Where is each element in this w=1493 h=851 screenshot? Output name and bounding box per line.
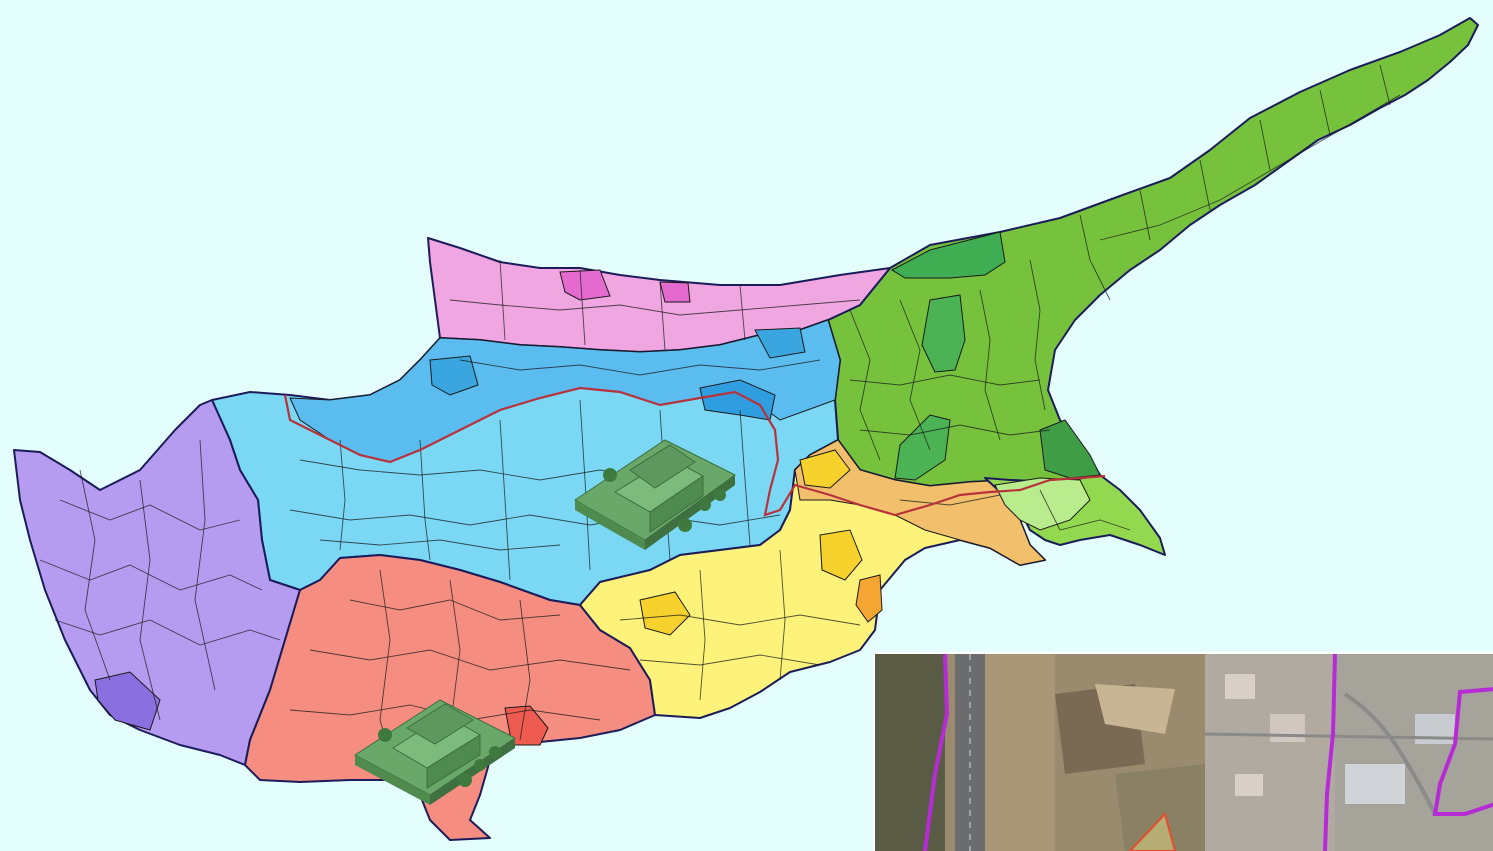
famagusta-darker-coast <box>1039 419 1101 479</box>
famagusta-dark-strip <box>921 294 966 373</box>
house-roof <box>629 444 696 489</box>
urban-area-east <box>1335 654 1493 851</box>
house-wall <box>649 475 704 533</box>
road-curve <box>1343 692 1437 815</box>
limassol-district[interactable] <box>244 554 656 841</box>
kyrenia-dark-patch-2 <box>659 281 691 303</box>
tree-icon <box>378 728 392 742</box>
house-model-marker-limassol[interactable] <box>354 699 516 805</box>
base-side-left <box>575 500 645 550</box>
nicosia-dark-patch-2 <box>429 355 479 396</box>
tree-icon <box>699 499 711 511</box>
tree-icon <box>603 468 617 482</box>
larnaca-gold-patch-2 <box>639 591 691 636</box>
parcel-highlight[interactable] <box>1128 812 1177 851</box>
field-olive <box>1115 764 1215 851</box>
larnaca-gold-patch-3 <box>799 449 851 489</box>
boundary-line <box>923 654 950 851</box>
house-roof <box>406 703 474 745</box>
base-side-right <box>645 475 735 550</box>
satellite-imagery <box>875 654 1493 851</box>
tree-icon <box>458 773 472 787</box>
field-tan <box>1095 684 1175 734</box>
road <box>1204 732 1493 741</box>
field-light <box>985 654 1055 851</box>
building-block <box>1345 764 1405 804</box>
tree-icon <box>474 759 486 771</box>
house-wall <box>426 734 481 789</box>
building-block <box>1235 774 1263 796</box>
larnaca-gold-patch <box>819 529 863 581</box>
nicosia-dark-patch-3 <box>754 327 806 359</box>
satellite-inset[interactable] <box>873 652 1493 851</box>
famagusta-south-strip <box>894 414 951 481</box>
building-block <box>1225 674 1255 699</box>
boundary-line <box>1432 687 1493 816</box>
tree-icon <box>714 489 726 501</box>
famagusta-dark-subregion <box>890 231 1006 279</box>
tree-icon <box>489 746 501 758</box>
larnaca-orange-patch <box>855 574 883 623</box>
boundary-line <box>1323 654 1337 851</box>
field-dark <box>875 654 945 851</box>
kyrenia-dark-patch <box>559 269 611 301</box>
urban-area <box>1205 654 1335 851</box>
green-line-border <box>283 386 1106 517</box>
building-block <box>1270 714 1305 742</box>
base-side-left <box>355 755 430 805</box>
house-model-marker-nicosia[interactable] <box>574 439 736 550</box>
paphos-dark-patch <box>94 671 161 731</box>
tree-icon <box>678 518 692 532</box>
